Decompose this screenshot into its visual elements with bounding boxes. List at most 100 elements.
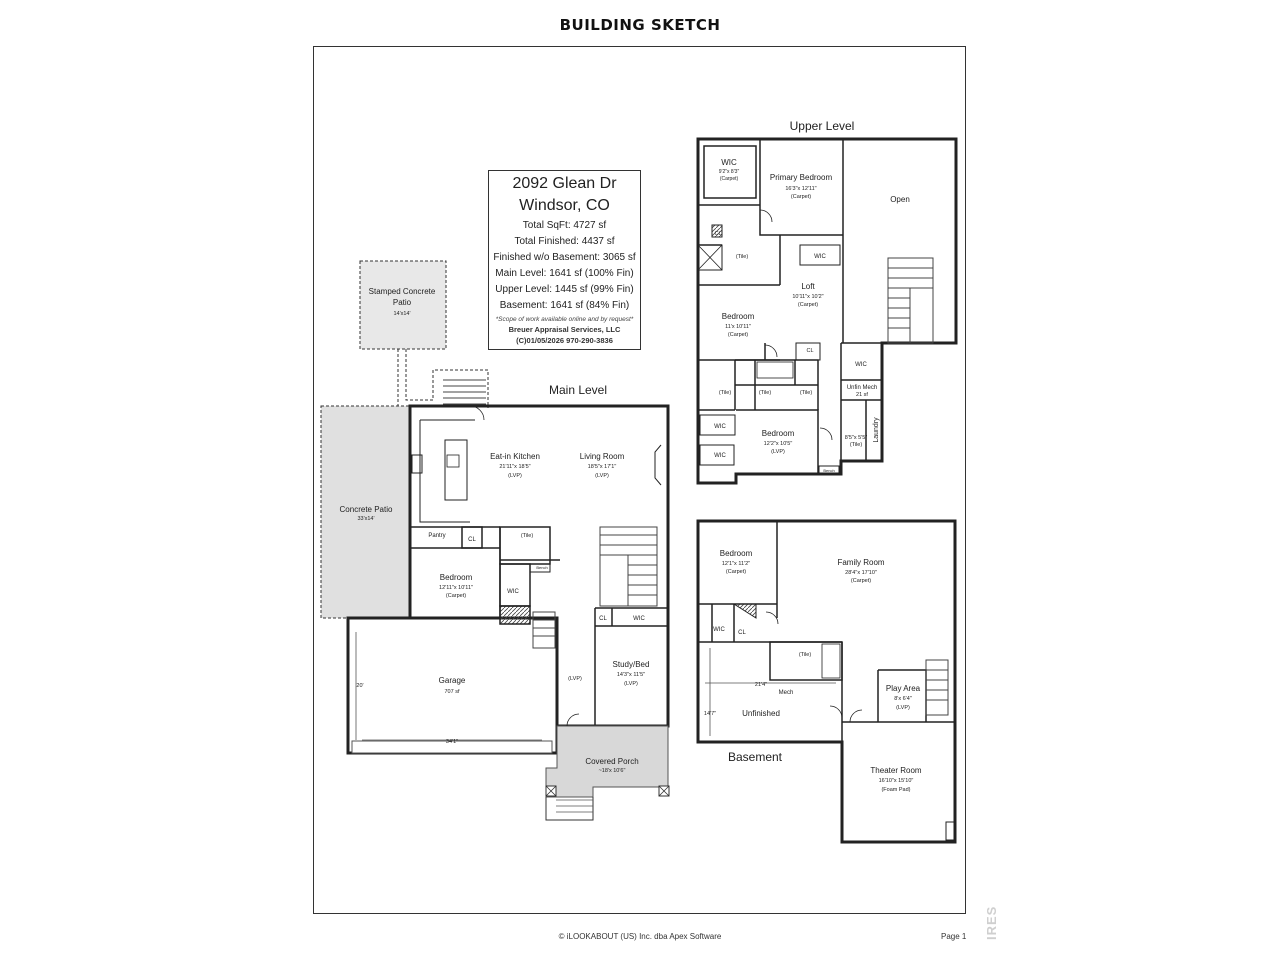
stamped-patio-name-2: Patio [393,298,412,307]
study-floor: (LVP) [624,681,638,687]
main-bench-label: Bench [536,565,547,570]
unfin-mech-dim: 21 sf [856,392,868,398]
covered-porch [545,725,669,798]
footer-copyright: © iLOOKABOUT (US) Inc. dba Apex Software [558,932,722,941]
laundry-floor: (Tile) [850,442,862,448]
primary-floor: (Carpet) [791,194,811,200]
basement-level-heading: Basement [728,750,783,764]
stamped-patio-name-1: Stamped Concrete [369,287,436,296]
copyright-line: (C)01/05/2026 970-290-3836 [516,336,613,345]
up-bed2-floor: (LVP) [771,449,785,455]
basement-sqft: Basement: 1641 sf (84% Fin) [499,300,630,311]
address-line-1: 2092 Glean Dr [512,175,617,192]
main-level-heading: Main Level [549,383,607,397]
up-bed2-name: Bedroom [762,429,795,438]
unfinished-width: 21'4" [755,682,767,688]
upper-bench-label: Bench [823,468,834,473]
concrete-patio-dim: 33'x14' [357,516,374,522]
patio-steps [443,379,486,405]
main-wic-label-2: WIC [633,616,645,622]
porch-name: Covered Porch [585,757,638,766]
upper-tile-label-1: (Tile) [736,254,748,260]
upper-tile-label-3: (Tile) [759,390,771,396]
kitchen-floor: (LVP) [508,473,522,479]
main-bedroom-dim: 12'11"x 10'11" [439,585,473,591]
primary-dim: 16'3"x 12'11" [785,186,816,192]
upper-cl-label-2: CL [806,348,813,354]
b-wic-label: WIC [713,627,725,633]
pantry-label: Pantry [428,533,445,539]
basement-outline [696,519,957,844]
open-name: Open [890,195,910,204]
upper-wic-label-3: WIC [714,424,726,430]
scope-note: *Scope of work available online and by r… [495,316,634,323]
upper-hatch [711,224,723,238]
main-level-sqft: Main Level: 1641 sf (100% Fin) [495,268,634,279]
porch-dim: ~18'x 10'6" [599,768,626,774]
mech-label: Mech [779,690,794,696]
living-floor: (LVP) [595,473,609,479]
main-bedroom-name: Bedroom [440,573,473,582]
b-bed-floor: (Carpet) [726,569,746,575]
family-name: Family Room [837,558,884,567]
stamped-patio-dim: 14'x14' [393,311,410,317]
property-info-box: 2092 Glean Dr Windsor, CO Total SqFt: 47… [488,170,641,350]
unfinished-name: Unfinished [742,709,780,718]
total-finished: Total Finished: 4437 sf [514,236,615,247]
ires-watermark: IRES [984,905,999,940]
garage-height: 20' [356,683,363,689]
garage-dim: 707 sf [445,689,460,695]
laundry-dim: 8'5"x 5'5" [845,435,868,441]
kitchen-name: Eat-in Kitchen [490,452,540,461]
main-hatch-1 [499,605,531,625]
main-bedroom-floor: (Carpet) [446,593,466,599]
play-floor: (LVP) [896,705,910,711]
upper-level-heading: Upper Level [790,119,855,133]
upper-wic-label-2: WIC [855,362,867,368]
family-dim: 28'4"x 17'10" [845,570,877,576]
stamped-patio-area [359,260,447,350]
garage-width: 34'1" [446,739,458,745]
upper-level [696,137,958,485]
upper-tile-label-4: (Tile) [800,390,812,396]
loft-dim: 10'11"x 10'2" [792,294,823,300]
sketch-frame [313,46,966,914]
up-bed1-name: Bedroom [722,312,755,321]
main-stairs [599,526,658,607]
concrete-patio-name: Concrete Patio [340,505,393,514]
finished-wo-basement: Finished w/o Basement: 3065 sf [493,252,636,263]
up-bed1-floor: (Carpet) [728,332,748,338]
upper-cl-label-1: CL [714,231,721,237]
garage-door [351,740,553,754]
patio-walkway [397,349,489,409]
unfin-mech-name: Unfin Mech [847,385,877,391]
play-dim: 8'x 6'4" [894,696,912,702]
kitchen-island [444,439,468,501]
upper-tile-label-2: (Tile) [719,390,731,396]
basement-level [696,519,957,844]
total-sqft: Total SqFt: 4727 sf [522,220,607,231]
garage-area [346,616,559,755]
main-cl-label-1: CL [468,537,476,543]
theater-name: Theater Room [870,766,921,775]
main-tile-label-1: (Tile) [521,533,533,539]
loft-name: Loft [801,282,815,291]
primary-wic-name: WIC [721,158,737,167]
b-cl-label: CL [738,630,746,636]
theater-floor: (Foam Pad) [881,787,910,793]
laundry-name: Laundry [873,417,880,443]
hall-floor-label: (LVP) [568,676,582,682]
play-name: Play Area [886,684,921,693]
basement-hatch [732,603,757,619]
loft-floor: (Carpet) [798,302,818,308]
kitchen-dim: 21'11"x 18'5" [499,464,530,470]
upper-level-sqft: Upper Level: 1445 sf (99% Fin) [495,284,634,295]
upper-wic-label-1: WIC [814,254,826,260]
b-bed-dim: 12'1"x 11'2" [722,561,750,567]
upper-outline [696,137,958,485]
b-bed-name: Bedroom [720,549,753,558]
theater-dim: 16'10"x 15'10" [879,778,914,784]
primary-wic-floor: (Carpet) [720,176,739,182]
page-title: BUILDING SKETCH [559,16,721,34]
